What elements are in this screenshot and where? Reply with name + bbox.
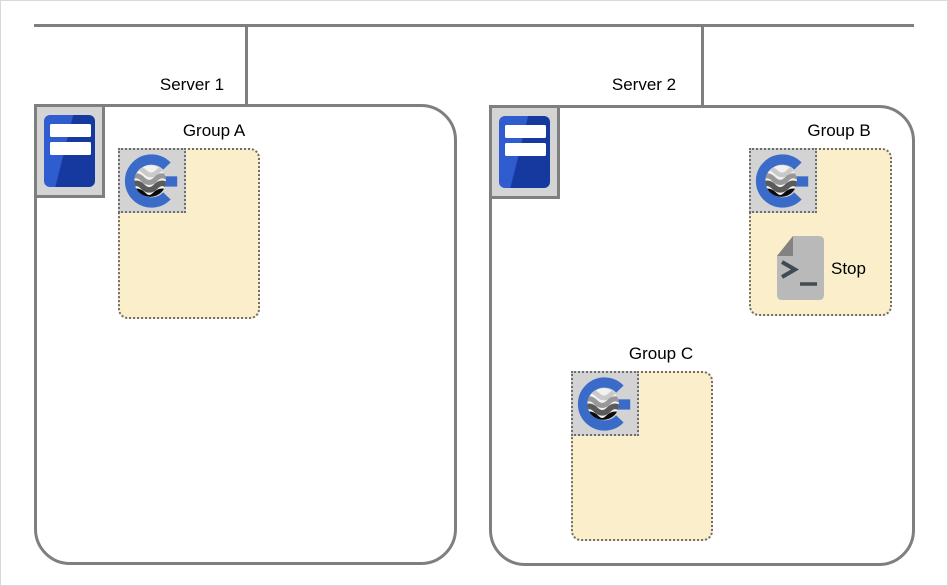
g-logo-icon — [571, 371, 639, 436]
network-bus-line — [34, 24, 914, 27]
server1-connector-line — [245, 25, 248, 105]
group-c-label: Group C — [628, 344, 694, 363]
server2-label: Server 2 — [611, 75, 677, 94]
server-icon — [34, 104, 105, 198]
server2-connector-line — [701, 25, 704, 106]
group-a-label: Group A — [182, 121, 246, 140]
server1-box — [34, 104, 457, 565]
server1-label: Server 1 — [159, 75, 225, 94]
g-logo-icon — [118, 148, 186, 213]
group-b-label: Group B — [807, 121, 871, 140]
server2-box — [489, 105, 915, 566]
script-icon — [777, 236, 824, 300]
g-logo-icon — [749, 148, 817, 213]
server-icon — [489, 105, 560, 199]
script-stop-label: Stop — [831, 259, 866, 278]
